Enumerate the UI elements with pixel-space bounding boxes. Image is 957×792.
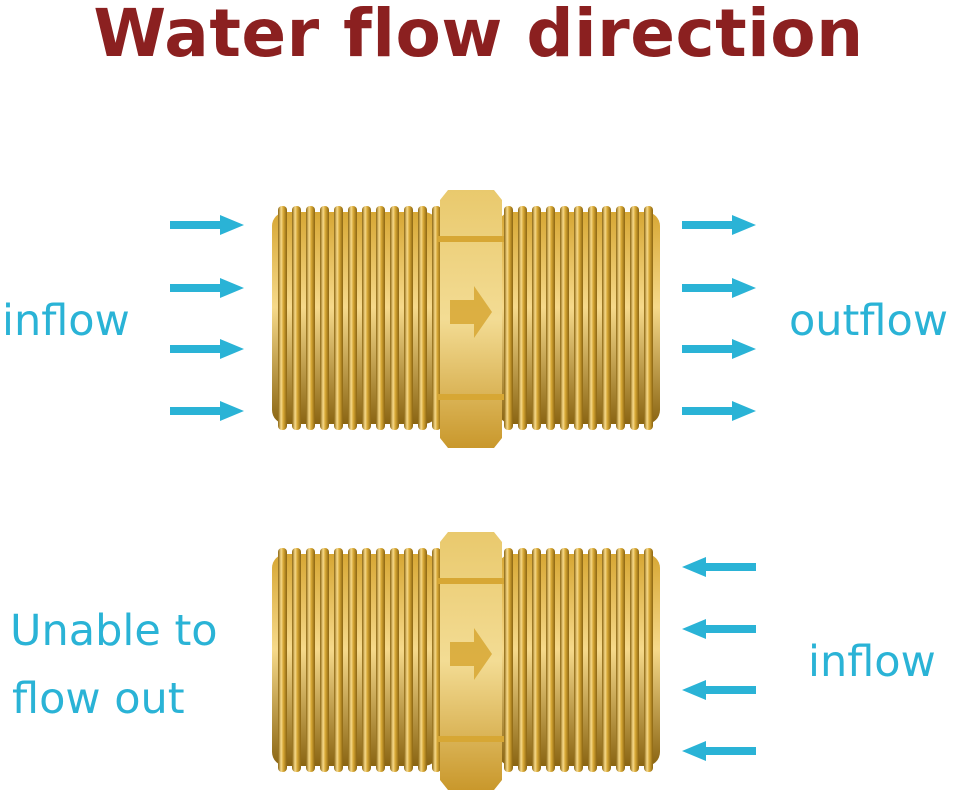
brass-fitting-image [272,190,660,448]
inflow-arrow-icon [170,401,244,421]
outflow-arrow-icon [682,401,756,421]
inflow-arrow-icon [682,557,756,577]
bottom-inflow-label: inflow [808,637,936,687]
brass-fitting-image [272,532,660,790]
inflow-arrow-icon [682,741,756,761]
inflow-arrow-icon [170,339,244,359]
top-inflow-label: inflow [2,296,130,346]
unable-to-flow-out-label-line2: flow out [12,674,185,724]
inflow-arrow-icon [682,619,756,639]
inflow-arrow-icon [170,278,244,298]
inflow-arrow-icon [170,215,244,235]
top-outflow-label: outflow [789,296,948,346]
outflow-arrow-icon [682,278,756,298]
unable-to-flow-out-label-line1: Unable to [10,606,218,656]
inflow-arrow-icon [682,680,756,700]
diagram-title: Water flow direction [93,0,864,72]
outflow-arrow-icon [682,215,756,235]
outflow-arrow-icon [682,339,756,359]
